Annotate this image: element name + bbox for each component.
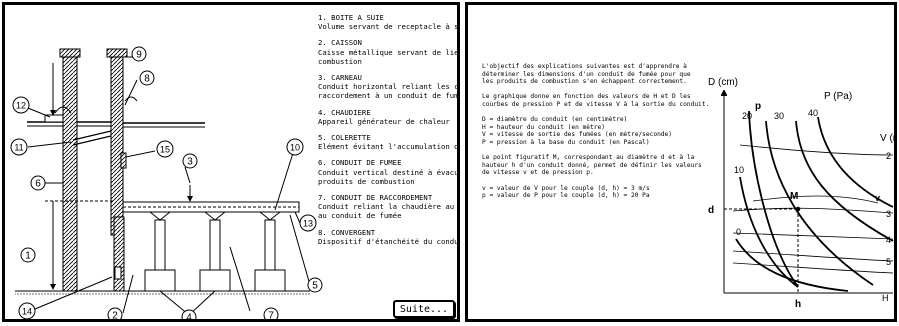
connecting-pipes bbox=[149, 211, 281, 271]
callout-11: 11 bbox=[10, 138, 28, 156]
svg-text:11: 11 bbox=[14, 143, 23, 153]
legend-item: 3. CARNEAU Conduit horizontal reliant le… bbox=[318, 73, 458, 101]
paragraph: L'objectif des explications suivantes es… bbox=[482, 63, 691, 86]
pressure-curves bbox=[735, 110, 894, 292]
svg-text:8: 8 bbox=[144, 74, 150, 85]
svg-text:12: 12 bbox=[16, 101, 26, 111]
p-curve-label: 20 bbox=[742, 111, 752, 121]
chimney-wall-left bbox=[62, 54, 78, 292]
svg-text:5: 5 bbox=[312, 281, 318, 292]
callout-3: 3 bbox=[182, 153, 198, 169]
suite-button[interactable]: Suite... bbox=[393, 300, 455, 318]
explanation-text: L'objectif des explications suivantes es… bbox=[482, 63, 732, 207]
v-curve-label: 2 bbox=[886, 151, 891, 161]
boiler-2 bbox=[199, 269, 231, 292]
callout-14: 14 bbox=[18, 302, 36, 319]
chimney-diagram-panel: 1 2 3 4 5 6 7 8 9 10 11 12 13 14 15 1. B… bbox=[2, 2, 460, 322]
graph-labels: D (cm) H P (Pa) V (r p 20 30 40 10 0 2 3… bbox=[708, 77, 894, 310]
callout-markers: 1 2 3 4 5 6 7 8 9 10 11 12 13 14 15 bbox=[10, 46, 323, 320]
p-curve-label: 30 bbox=[774, 111, 784, 121]
callout-5: 5 bbox=[307, 277, 323, 293]
legend-list: 1. BOITE A SUIE Volume servant de recept… bbox=[318, 13, 458, 246]
callout-4: 4 bbox=[181, 309, 197, 320]
structure-drawing bbox=[15, 48, 311, 316]
legend-item: 4. CHAUDIERE Appareil générateur de chal… bbox=[318, 107, 450, 126]
v-curve-label: v bbox=[875, 193, 880, 203]
chimney-diagram: 1 2 3 4 5 6 7 8 9 10 11 12 13 14 15 bbox=[10, 46, 323, 320]
legend-item: 1. BOITE A SUIE Volume servant de recept… bbox=[318, 13, 458, 32]
legend-item: 6. CONDUIT DE FUMEE Conduit vertical des… bbox=[318, 158, 458, 186]
svg-text:1: 1 bbox=[25, 251, 31, 262]
callout-12: 12 bbox=[12, 96, 30, 114]
svg-text:6: 6 bbox=[35, 179, 41, 190]
legend-item: 2. CAISSON Caisse métallique servant de … bbox=[318, 38, 458, 66]
d-label: d bbox=[708, 205, 714, 216]
p-curve-label: 40 bbox=[808, 108, 818, 118]
abacus-graph: D (cm) H P (Pa) V (r p 20 30 40 10 0 2 3… bbox=[708, 77, 894, 310]
p-curve-label: 0 bbox=[736, 227, 741, 237]
paragraph: Le point figuratif M, correspondant au d… bbox=[482, 154, 702, 177]
callout-15: 15 bbox=[156, 140, 174, 158]
svg-text:7: 7 bbox=[268, 311, 274, 320]
p-series-label: P (Pa) bbox=[824, 91, 852, 102]
paragraph: Le graphique donne en fonction des valeu… bbox=[482, 93, 710, 108]
svg-text:15: 15 bbox=[160, 145, 170, 155]
callout-2: 2 bbox=[107, 307, 123, 320]
paragraph: D = diamètre du conduit (en centimètre) … bbox=[482, 116, 672, 146]
callout-6: 6 bbox=[30, 175, 46, 191]
explanation-panel: L'objectif des explications suivantes es… bbox=[465, 2, 897, 322]
v-curve-label: 3 bbox=[886, 209, 891, 219]
svg-text:14: 14 bbox=[22, 307, 32, 317]
callout-10: 10 bbox=[286, 138, 304, 156]
legend-item: 7. CONDUIT DE RACCORDEMENT Conduit relia… bbox=[318, 193, 458, 221]
y-axis-label: D (cm) bbox=[708, 77, 738, 88]
v-series-label: V (r bbox=[880, 133, 894, 144]
boiler-3 bbox=[254, 269, 286, 292]
callout-9: 9 bbox=[131, 46, 147, 62]
point-m bbox=[795, 206, 801, 212]
boiler-1 bbox=[144, 269, 176, 292]
callout-1: 1 bbox=[20, 247, 36, 263]
callout-7: 7 bbox=[263, 307, 279, 320]
v-curve-label: 4 bbox=[886, 235, 891, 245]
x-axis-label: H bbox=[882, 293, 889, 303]
callout-8: 8 bbox=[139, 70, 155, 86]
legend-item: 5. COLERETTE Elément évitant l'accumulat… bbox=[318, 133, 458, 152]
v-curve-label: 5 bbox=[886, 257, 891, 267]
h-label: h bbox=[795, 299, 801, 310]
point-m-label: M bbox=[790, 191, 798, 202]
callout-13: 13 bbox=[299, 214, 317, 232]
svg-text:3: 3 bbox=[187, 157, 193, 168]
svg-text:2: 2 bbox=[112, 311, 118, 320]
p-curve-label: 10 bbox=[734, 165, 744, 175]
svg-text:13: 13 bbox=[303, 219, 313, 229]
svg-text:4: 4 bbox=[186, 313, 192, 320]
p-curve-label: p bbox=[755, 101, 761, 112]
chimney-wall-right bbox=[110, 54, 124, 236]
paragraph: v = valeur de V pour le couple (d, h) = … bbox=[482, 184, 650, 200]
legend-item: 8. CONVERGENT Dispositif d'étanchéité du… bbox=[318, 227, 458, 246]
svg-text:9: 9 bbox=[136, 50, 142, 61]
svg-text:10: 10 bbox=[290, 143, 300, 153]
